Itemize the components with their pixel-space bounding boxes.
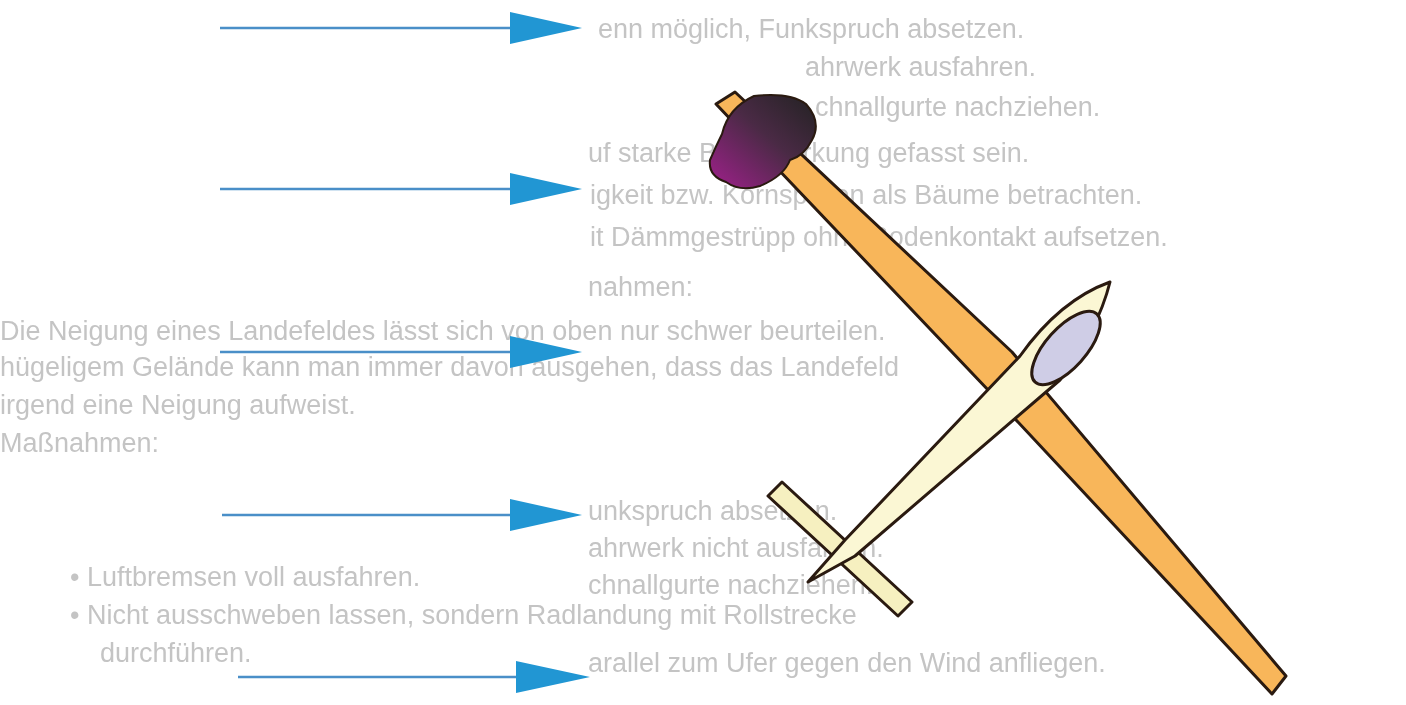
background-text: Die Neigung eines Landefeldes lässt sich… [0, 316, 886, 346]
canopy [1020, 300, 1111, 395]
background-text: chnallgurte nachziehen. [815, 92, 1100, 122]
background-text: • Nicht ausschweben lassen, sondern Radl… [70, 600, 857, 630]
wind-arrows [220, 12, 590, 693]
background-text: hügeligem Gelände kann man immer davon a… [0, 352, 899, 382]
background-text: chnallgurte nachziehen. [588, 570, 873, 600]
background-text: arallel zum Ufer gegen den Wind anfliege… [588, 648, 1106, 678]
background-text: • Luftbremsen voll ausfahren. [70, 562, 420, 592]
background-text: durchführen. [100, 638, 252, 668]
obstacle [710, 95, 816, 188]
background-text: enn möglich, Funkspruch absetzen. [598, 14, 1024, 44]
wing [716, 92, 1286, 694]
background-text: nahmen: [588, 272, 693, 302]
background-text: Maßnahmen: [0, 428, 159, 458]
background-text: irgend eine Neigung aufweist. [0, 390, 356, 420]
background-text: igkeit bzw. Kornspitzen als Bäume betrac… [590, 180, 1142, 210]
glider [710, 92, 1286, 694]
background-text: ahrwerk ausfahren. [805, 52, 1036, 82]
